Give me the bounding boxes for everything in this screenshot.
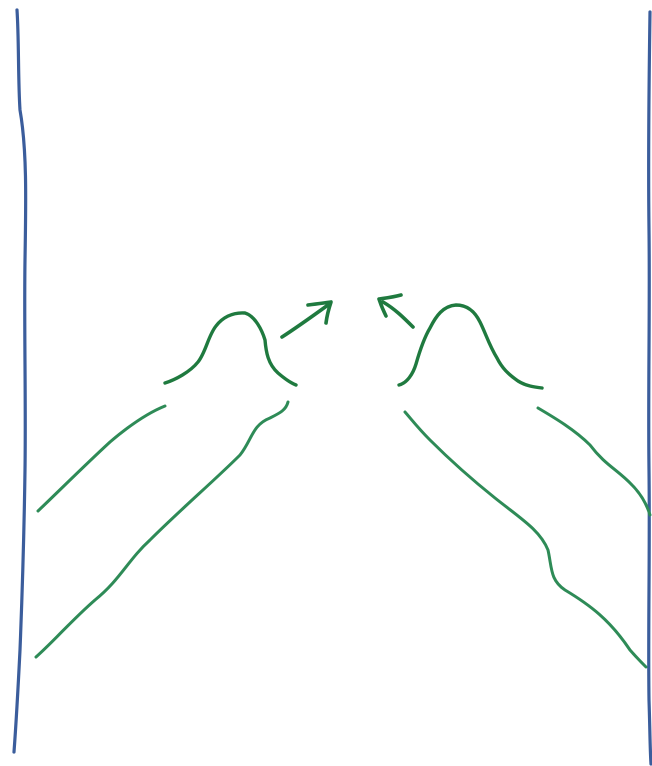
right-arrow xyxy=(379,295,413,327)
right-flow-shape xyxy=(399,305,650,667)
left-wall xyxy=(14,10,26,752)
left-arrow-shaft xyxy=(282,305,328,337)
right-flow-tip xyxy=(399,305,542,388)
right-arrow-shaft xyxy=(383,302,413,327)
left-flow-upper-edge xyxy=(38,406,165,511)
left-arrow xyxy=(282,302,331,337)
left-flow-shape xyxy=(36,313,296,657)
right-wall xyxy=(649,12,651,764)
right-flow-lower-edge xyxy=(405,412,646,667)
right-flow-upper-edge xyxy=(538,408,650,515)
left-flow-tip xyxy=(165,313,296,385)
left-flow-lower-edge xyxy=(36,402,288,657)
